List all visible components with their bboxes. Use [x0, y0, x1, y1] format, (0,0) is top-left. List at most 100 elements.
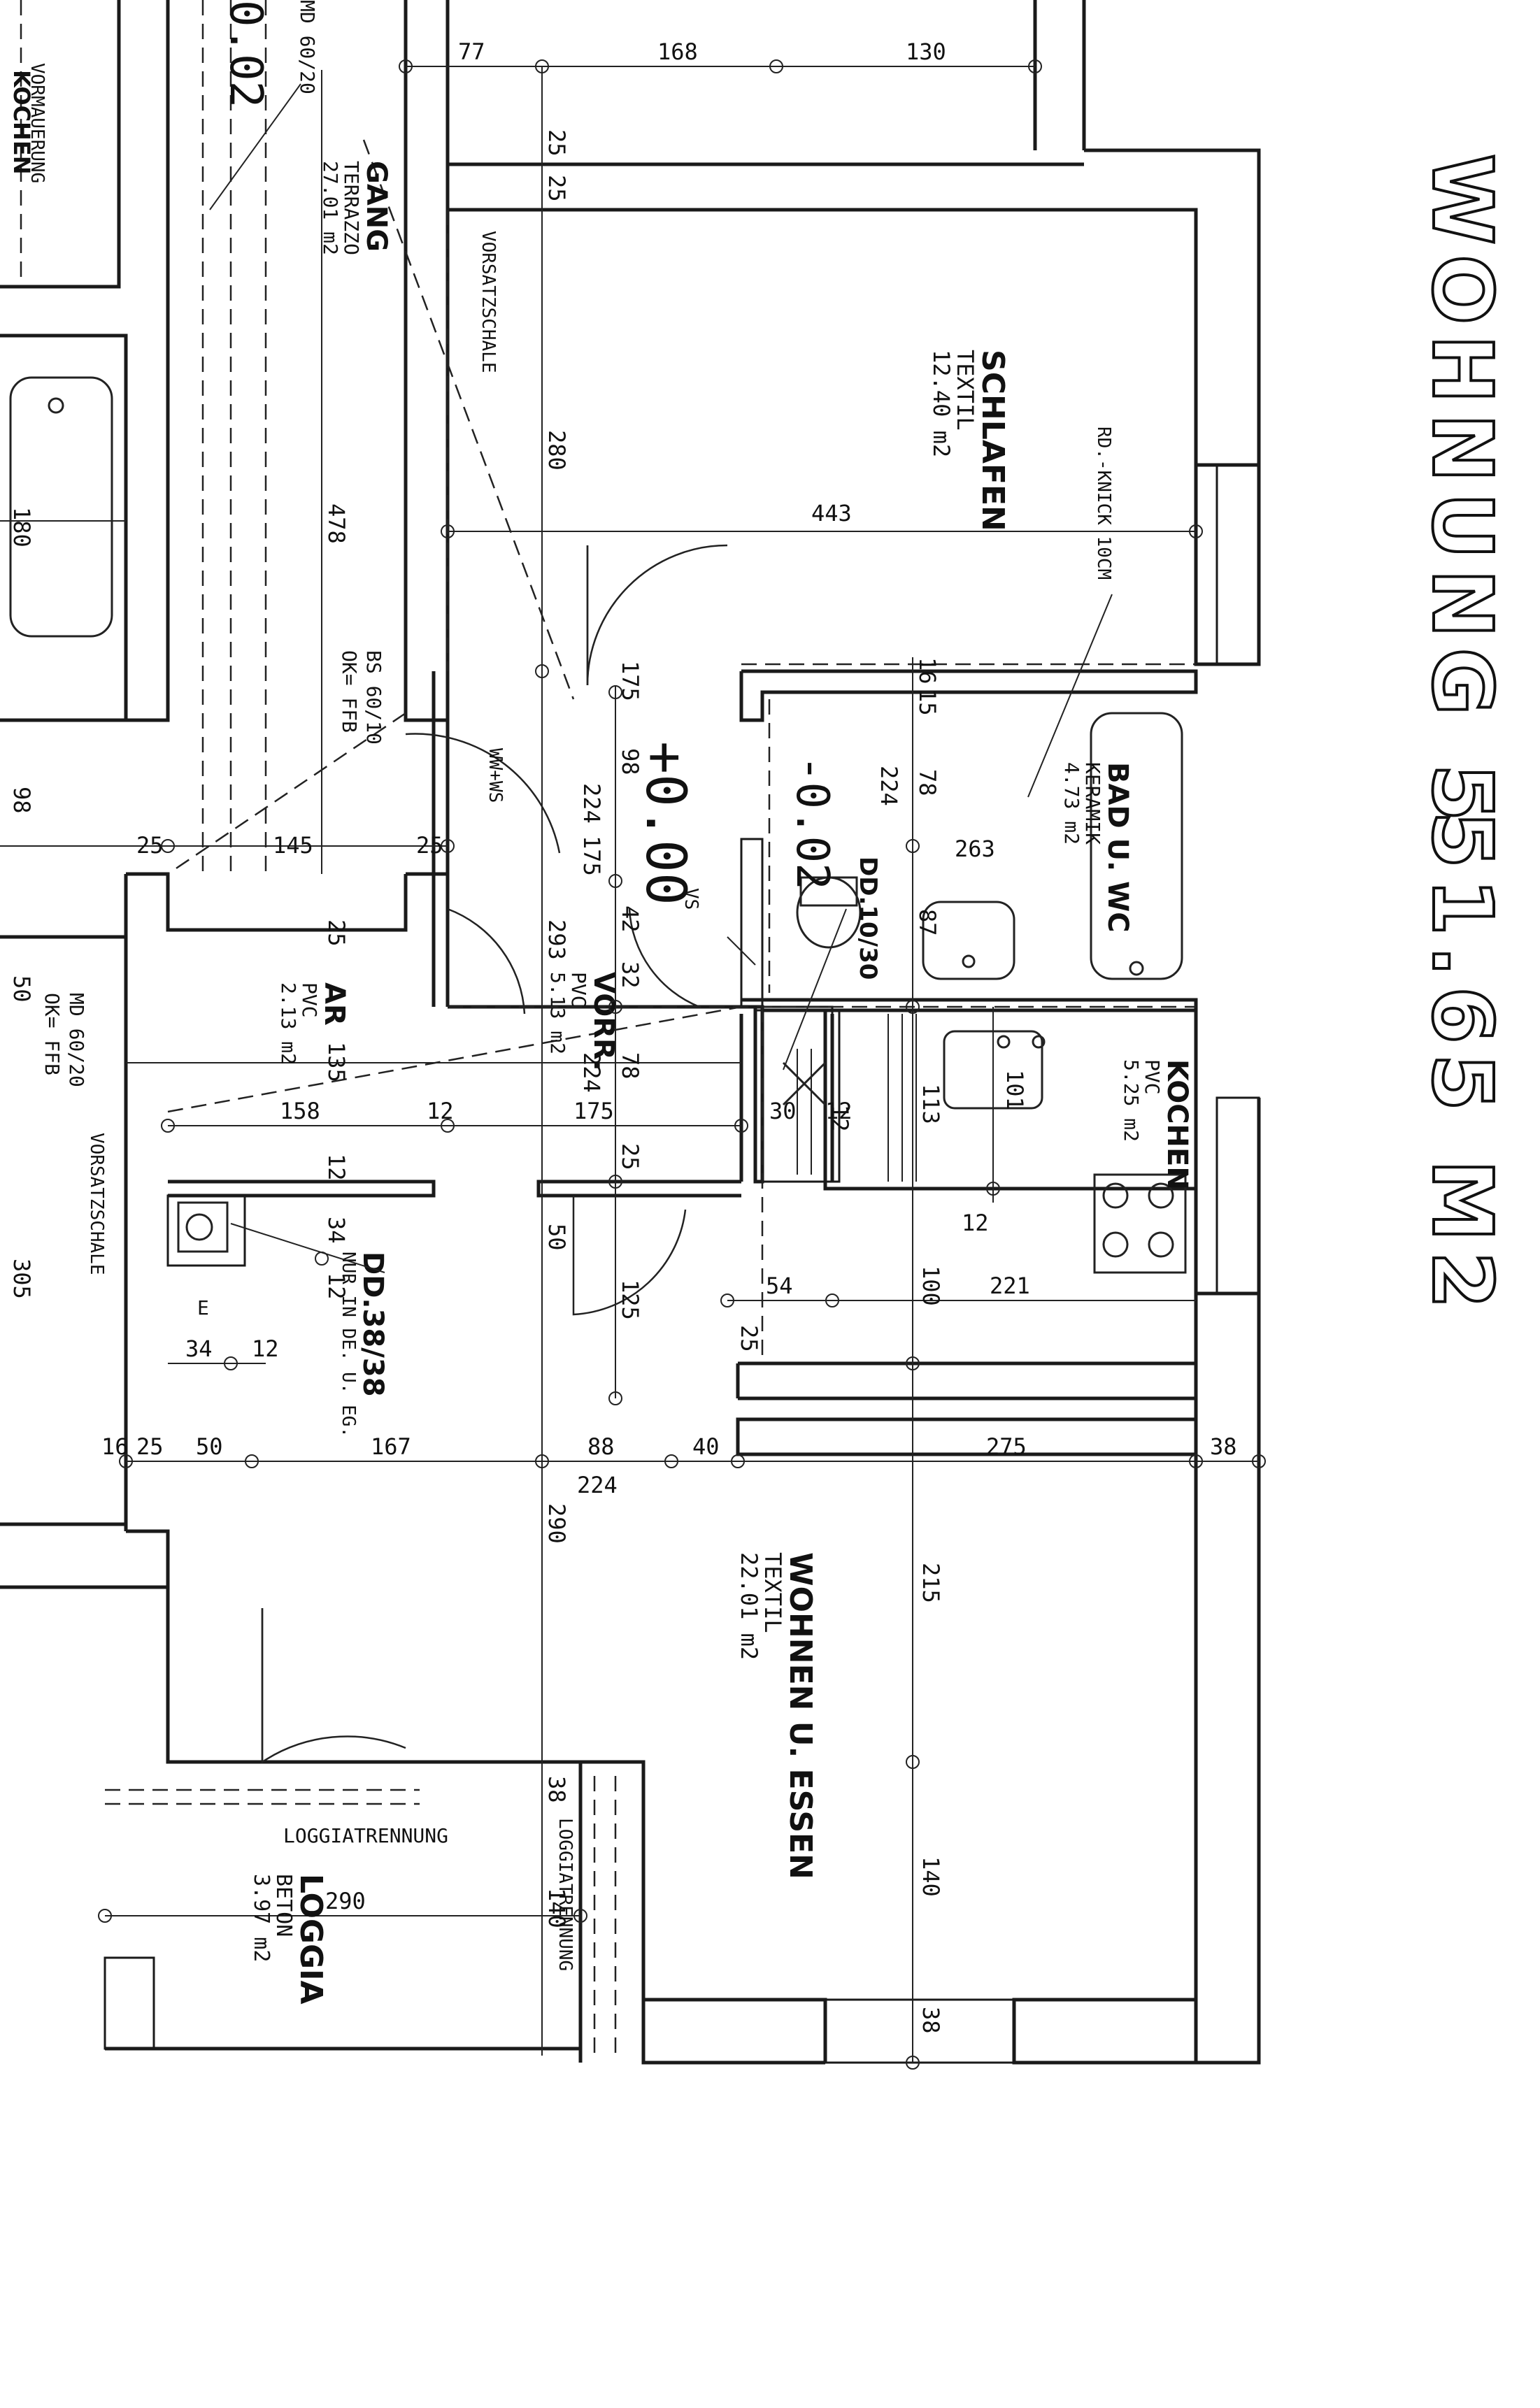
room-name: AR — [318, 982, 350, 1026]
level-mark: -0.02 — [786, 755, 838, 890]
dimension-label: 215 — [918, 1563, 944, 1603]
dimension-label: 12 — [323, 1273, 350, 1300]
dimension-label: 25 — [543, 175, 570, 202]
room-name: WOHNEN U. ESSEN — [783, 1552, 818, 1879]
annotation-kochen-left: KOCHEN — [8, 70, 35, 174]
room-bad: BAD U. WC KERAMIK 4.73 m2 — [1060, 762, 1134, 933]
dimension-label: 30 — [769, 1098, 797, 1124]
dimension-label: 224 — [876, 766, 902, 806]
annotation-dd-38-note: NUR IN DE. U. EG. — [338, 1252, 359, 1438]
room-ar: AR PVC 2.13 m2 — [277, 982, 350, 1065]
room-name: VORR. — [587, 972, 620, 1071]
dimension-label: 135 — [323, 1042, 350, 1082]
room-area: 12.40 m2 — [928, 350, 955, 457]
dimension-label: 34 — [185, 1335, 213, 1362]
room-vorr: VORR. PVC 5.13 m2 — [546, 972, 620, 1071]
dimension-label: 145 — [273, 832, 313, 859]
dimension-label: 25 — [543, 129, 570, 157]
dimension-label: 175 — [573, 1098, 614, 1124]
dimension-label: 12 — [323, 1154, 350, 1181]
shaft-icon — [177, 1201, 229, 1253]
room-area: 5.13 m2 — [546, 972, 569, 1054]
dimension-label: 101 — [1001, 1070, 1028, 1110]
annotation-ok-ffb: OK= FFB — [41, 993, 64, 1075]
dimension-texts: 77 168 130 25 25 280 443 478 175 98 224 … — [8, 38, 1237, 2034]
adjacent-unit — [0, 0, 580, 2051]
apartment-area: 51.65 M2 — [1414, 811, 1511, 1319]
dimension-nodes — [98, 59, 1266, 2070]
room-floor: PVC — [298, 982, 321, 1018]
room-area: 4.73 m2 — [1060, 762, 1083, 845]
room-name: BAD U. WC — [1101, 762, 1134, 933]
dimension-label: 180 — [8, 507, 35, 547]
annotation-loggiatrennung: LOGGIATRENNUNG — [283, 1824, 448, 1847]
fixtures — [177, 712, 1187, 1274]
room-area: 27.01 m2 — [319, 161, 342, 255]
stove-icon — [1093, 1173, 1187, 1274]
annotation-dd-38: DD.38/38 — [357, 1252, 389, 1397]
dimension-label: 50 — [8, 975, 35, 1003]
dimension-label: 38 — [543, 1776, 570, 1803]
dimension-label: 42 — [617, 905, 643, 933]
dimension-label: 167 — [371, 1433, 411, 1460]
annotation-vs: VS — [680, 888, 701, 910]
dimension-label: 290 — [325, 1888, 366, 1914]
dimension-label: 12 — [825, 1098, 853, 1124]
dimension-label: 50 — [543, 1224, 570, 1251]
room-schlafen: SCHLAFEN TEXTIL 12.40 m2 — [928, 350, 1011, 531]
dimension-label: 54 — [766, 1273, 793, 1299]
dimension-label: 50 — [196, 1433, 223, 1460]
dimension-label: 224 — [577, 1472, 618, 1498]
dimension-label: 87 — [914, 909, 941, 936]
dimension-label: 88 — [587, 1433, 615, 1460]
dimension-label: 40 — [692, 1433, 720, 1460]
room-floor: PVC — [567, 972, 590, 1008]
room-name: KOCHEN — [1161, 1059, 1193, 1190]
dimension-label: 478 — [323, 503, 350, 544]
dimension-label: 78 — [914, 769, 941, 796]
room-gang: GANG TERRAZZO 27.01 m2 — [319, 161, 392, 255]
dimension-label: 113 — [918, 1084, 944, 1124]
annotation-ww-ws: WW+WS — [485, 748, 506, 803]
room-floor: TEXTIL — [952, 350, 978, 431]
room-floor: PVC — [1141, 1059, 1164, 1095]
annotation-md: MD 60/20 — [296, 0, 319, 94]
dimension-label: 25 — [323, 919, 350, 947]
level-mark: +0.00 — [634, 741, 697, 905]
annotation-bs: BS 60/10 — [362, 650, 385, 745]
room-area: 3.97 m2 — [249, 1874, 273, 1962]
dimension-label: 77 — [458, 38, 485, 65]
dimension-label: 34 — [323, 1217, 350, 1244]
dimension-label: 98 — [8, 787, 35, 814]
dimension-label: 25 — [617, 1143, 643, 1170]
dimension-label: 443 — [811, 500, 852, 526]
level-mark: 0.02 — [220, 0, 271, 108]
dimension-label: 38 — [1210, 1433, 1237, 1460]
dimension-label: 25 — [136, 1433, 164, 1460]
dimension-label: 25 — [736, 1325, 762, 1352]
dimension-label: 32 — [617, 961, 643, 989]
dimension-label: 221 — [990, 1273, 1030, 1299]
dashed-lines — [105, 139, 1196, 2056]
dimension-label: 98 — [617, 748, 643, 775]
dimension-label: 12 — [962, 1210, 989, 1236]
plan-title: WOHNUNG 5 51.65 M2 — [1413, 152, 1512, 1320]
dimension-label: 16 — [914, 657, 941, 685]
annotation-md: MD 60/20 — [65, 993, 88, 1087]
dimension-label: 224 — [578, 783, 605, 824]
dimension-label: 100 — [918, 1266, 944, 1306]
dimension-label: 25 — [136, 832, 164, 859]
annotation-loggiatrennung: LOGGIATRENNUNG — [555, 1818, 576, 1971]
dimension-label: 175 — [578, 836, 605, 876]
room-floor: TEXTIL — [760, 1552, 786, 1633]
dimension-label: 280 — [543, 430, 570, 471]
bathtub-icon — [1090, 712, 1183, 980]
dimension-label: 305 — [8, 1259, 35, 1299]
room-area: 22.01 m2 — [736, 1552, 762, 1660]
washbasin-icon — [922, 901, 1015, 980]
room-kochen: KOCHEN PVC 5.25 m2 — [1120, 1059, 1193, 1190]
apartment-title: WOHNUNG 5 — [1414, 154, 1511, 831]
dimension-label: 130 — [906, 38, 946, 65]
room-name: LOGGIA — [293, 1874, 329, 2005]
